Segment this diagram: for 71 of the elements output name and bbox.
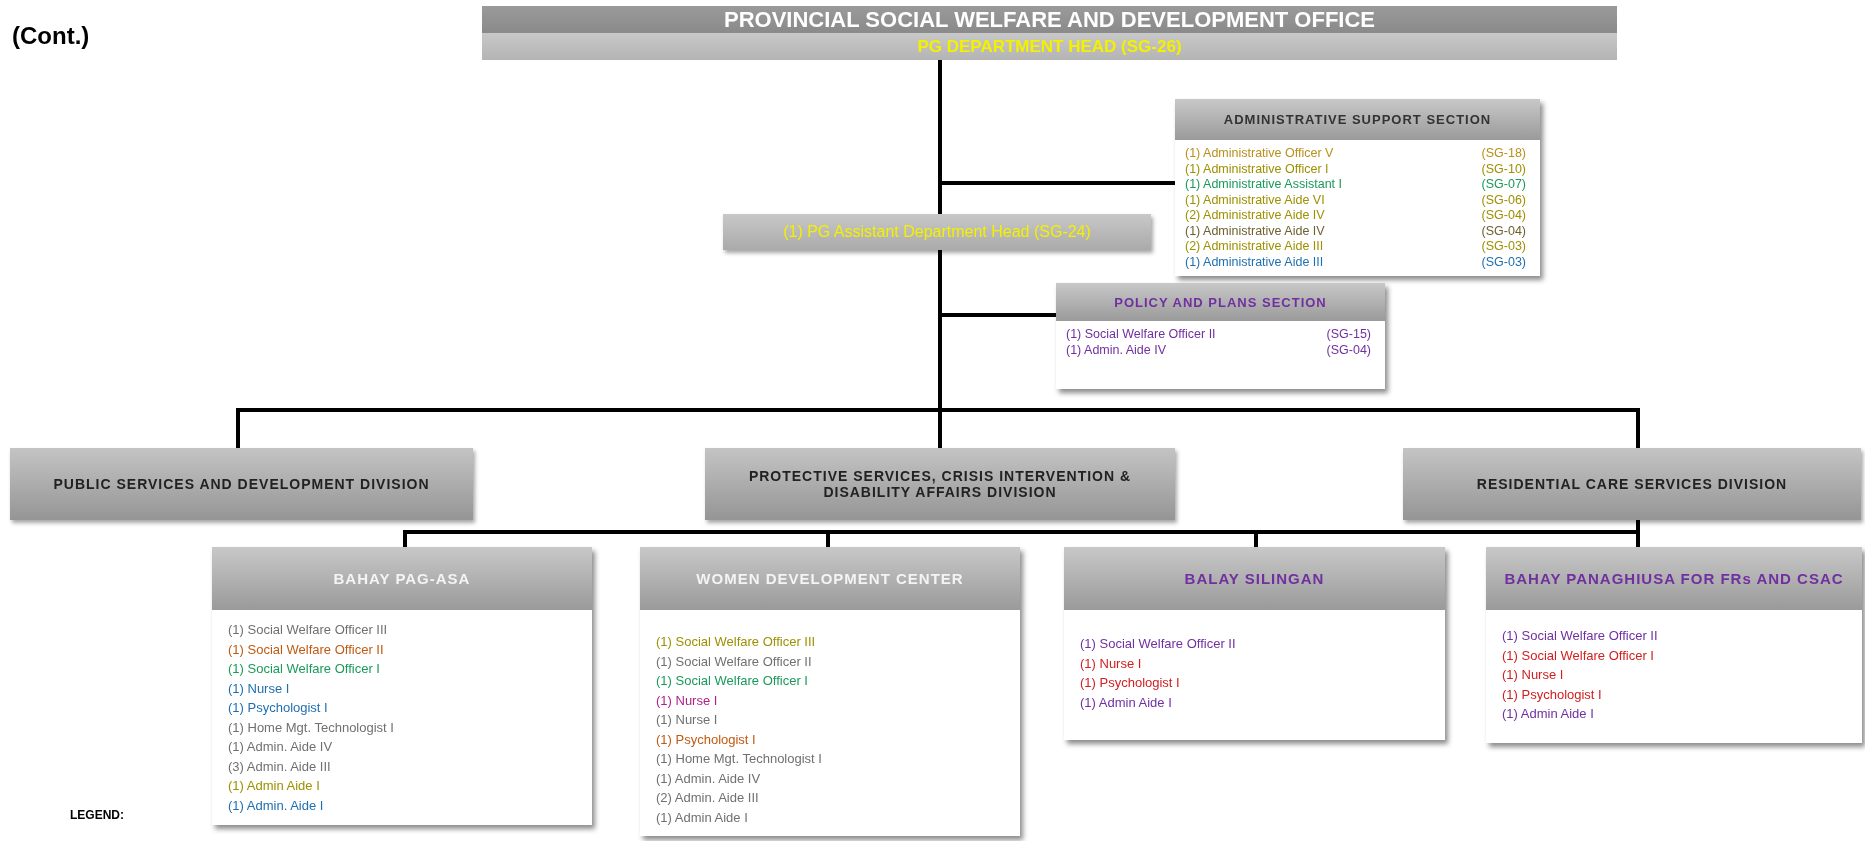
staff-position: (1) Administrative Officer I xyxy=(1185,161,1330,177)
staff-position: (1) Administrative Aide III xyxy=(1185,254,1325,270)
section-heading: WOMEN DEVELOPMENT CENTER xyxy=(640,547,1020,610)
staff-position: (1) Psychologist I xyxy=(228,699,329,717)
salary-grade: (SG-15) xyxy=(1326,327,1371,343)
staff-position: (1) Admin Aide I xyxy=(1080,693,1173,712)
staff-position: (1) Social Welfare Officer III xyxy=(228,621,389,639)
staff-position: (1) Nurse I xyxy=(656,691,719,710)
connector-line xyxy=(1636,520,1640,547)
salary-grade: (SG-04) xyxy=(1481,223,1526,239)
staff-position: (1) Psychologist I xyxy=(1080,674,1181,692)
staff-position: (1) Admin. Aide I xyxy=(228,796,325,815)
section-heading: BALAY SILINGAN xyxy=(1064,547,1445,610)
staff-position: (1) Admin Aide I xyxy=(656,808,749,827)
legend-heading: LEGEND: xyxy=(70,808,124,822)
staff-position: (1) Social Welfare Officer II xyxy=(1080,635,1237,653)
staff-position: (1) Admin Aide I xyxy=(1502,705,1595,723)
staff-position: (1) Admin. Aide IV xyxy=(656,769,762,788)
section-heading: BAHAY PAG-ASA xyxy=(212,547,592,610)
staff-position: (1) Administrative Aide VI xyxy=(1185,192,1326,208)
staff-position: (1) Administrative Assistant I xyxy=(1185,177,1343,193)
division-box: PUBLIC SERVICES AND DEVELOPMENT DIVISION xyxy=(10,448,473,520)
section-heading: POLICY AND PLANS SECTION xyxy=(1056,283,1385,321)
staff-position: (1) Nurse I xyxy=(228,679,291,698)
office-header xyxy=(482,6,1617,60)
section-card xyxy=(212,547,592,825)
staff-position: (1) Home Mgt. Technologist I xyxy=(656,750,823,768)
section-heading: BAHAY PANAGHIUSA FOR FRs AND CSAC xyxy=(1486,547,1862,610)
staff-position: (1) Social Welfare Officer II xyxy=(1066,327,1217,343)
staff-position: (1) Social Welfare Officer I xyxy=(656,672,809,690)
staff-position: (3) Admin. Aide III xyxy=(228,757,332,776)
office-title: PROVINCIAL SOCIAL WELFARE AND DEVELOPMENT OFFICE xyxy=(482,6,1617,33)
staff-position: (1) Social Welfare Officer I xyxy=(228,660,381,678)
section-card xyxy=(1175,99,1540,276)
division-box: RESIDENTIAL CARE SERVICES DIVISION xyxy=(1403,448,1861,520)
staff-position: (1) Admin. Aide IV xyxy=(228,738,334,756)
position-box: (1) PG Assistant Department Head (SG-24) xyxy=(723,214,1151,250)
staff-position: (1) Social Welfare Officer II xyxy=(1502,627,1659,645)
salary-grade: (SG-04) xyxy=(1326,342,1371,358)
staff-position: (1) Admin. Aide IV xyxy=(1066,342,1168,358)
label-text: (Cont.) xyxy=(12,22,90,50)
staff-position: (1) Social Welfare Officer I xyxy=(1502,646,1655,665)
staff-position: (1) Home Mgt. Technologist I xyxy=(228,718,395,737)
salary-grade: (SG-18) xyxy=(1481,146,1526,162)
staff-position: (1) Social Welfare Officer III xyxy=(656,633,817,651)
section-card xyxy=(1486,547,1862,743)
staff-position: (2) Administrative Aide III xyxy=(1185,239,1325,255)
division-box: PROTECTIVE SERVICES, CRISIS INTERVENTION & DISABILITY AFFAIRS DIVISION xyxy=(705,448,1175,520)
staff-position: (1) Administrative Aide IV xyxy=(1185,223,1326,239)
staff-position: (1) Nurse I xyxy=(1080,654,1143,673)
staff-position: (1) Psychologist I xyxy=(656,730,757,749)
salary-grade: (SG-07) xyxy=(1481,177,1526,193)
section-heading: ADMINISTRATIVE SUPPORT SECTION xyxy=(1175,99,1540,140)
staff-position: (1) Nurse I xyxy=(1502,666,1565,684)
salary-grade: (SG-10) xyxy=(1481,161,1526,177)
section-card xyxy=(640,547,1020,836)
staff-position: (1) Admin Aide I xyxy=(228,777,321,795)
position-title: PG DEPARTMENT HEAD (SG-26) xyxy=(482,33,1617,60)
staff-position: (1) Administrative Officer V xyxy=(1185,146,1335,162)
section-card xyxy=(1064,547,1445,740)
section-card xyxy=(1056,283,1385,389)
staff-position: (2) Admin. Aide III xyxy=(656,789,760,807)
staff-position: (1) Social Welfare Officer II xyxy=(228,640,385,659)
staff-position: (1) Social Welfare Officer II xyxy=(656,652,813,671)
staff-position: (1) Nurse I xyxy=(656,711,719,729)
staff-position: (2) Administrative Aide IV xyxy=(1185,208,1326,224)
staff-position: (1) Psychologist I xyxy=(1502,685,1603,704)
salary-grade: (SG-06) xyxy=(1481,192,1526,208)
salary-grade: (SG-03) xyxy=(1481,239,1526,255)
salary-grade: (SG-03) xyxy=(1481,254,1526,270)
salary-grade: (SG-04) xyxy=(1481,208,1526,224)
